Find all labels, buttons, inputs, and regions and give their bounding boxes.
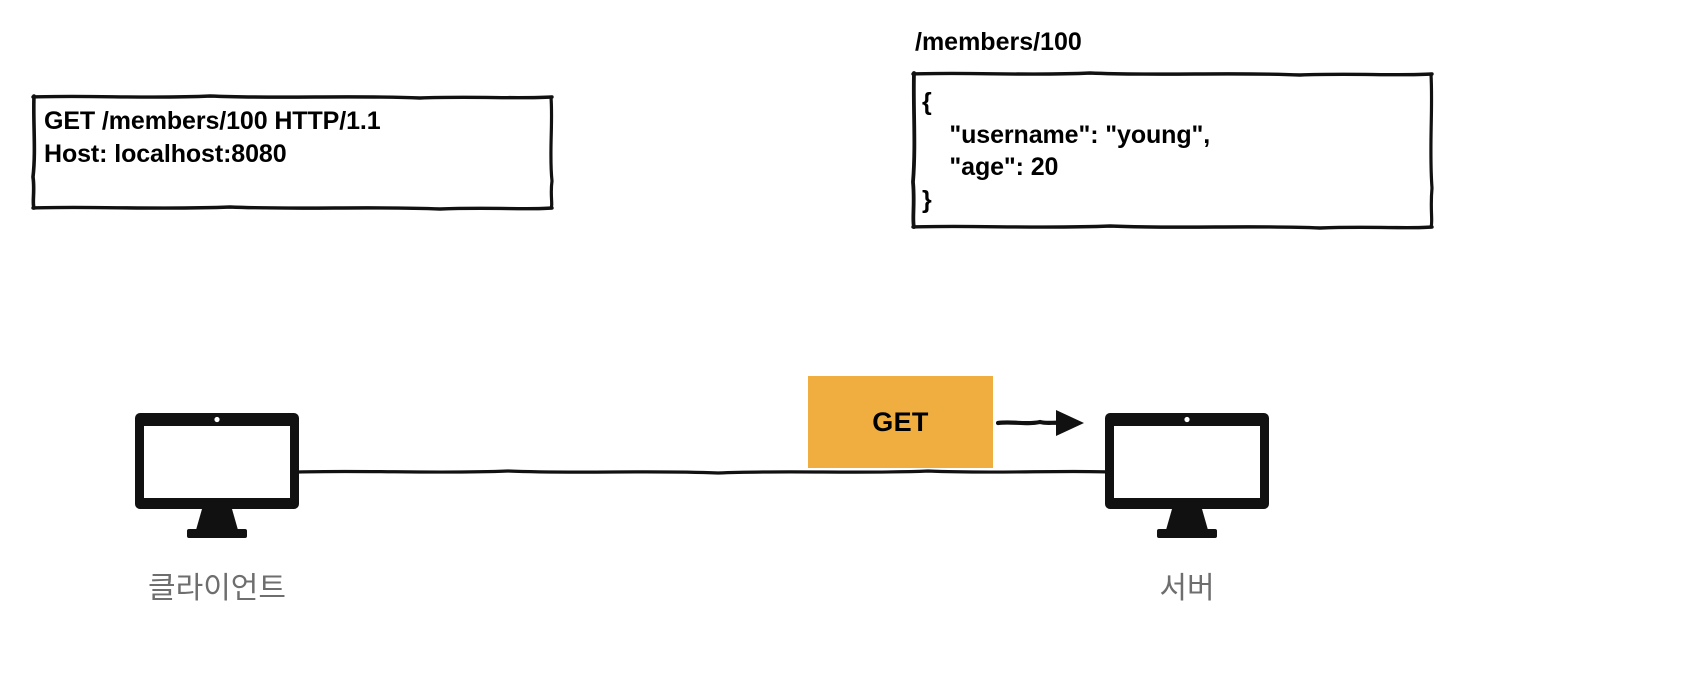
client-server-connection [298, 465, 1110, 479]
server-monitor-icon [1104, 412, 1270, 543]
json-response-box: { "username": "young", "age": 20 } [910, 70, 1435, 230]
http-request-box: GET /members/100 HTTP/1.1 Host: localhos… [30, 93, 555, 211]
json-response-text: { "username": "young", "age": 20 } [922, 88, 1211, 214]
http-method-badge-label: GET [872, 406, 929, 437]
desktop-monitor-icon [135, 413, 299, 538]
http-method-badge: GET [808, 376, 993, 468]
desktop-monitor-icon [1105, 413, 1269, 538]
client-label: 클라이언트 [148, 572, 286, 605]
connection-line-icon [298, 469, 1110, 475]
client-monitor-icon [134, 412, 300, 543]
request-arrow [996, 402, 1088, 444]
http-request-text: GET /members/100 HTTP/1.1 Host: localhos… [44, 107, 381, 168]
endpoint-label: /members/100 [915, 28, 1082, 56]
server-label: 서버 [1159, 572, 1215, 605]
arrow-right-icon [996, 410, 1084, 436]
